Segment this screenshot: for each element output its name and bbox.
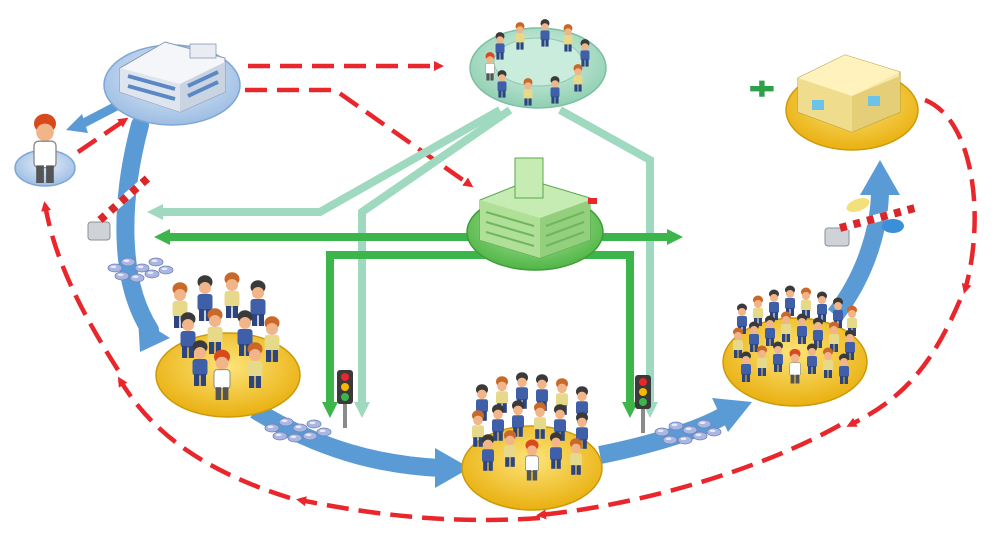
- doctor-node: [14, 112, 76, 187]
- traffic-light-icon: [635, 375, 651, 433]
- boom-barrier-icon: [87, 174, 151, 241]
- blue-arrow-icon: [66, 114, 88, 133]
- red-dashed-arrow-icon: [296, 496, 541, 523]
- blue-arrow-icon: [250, 402, 441, 477]
- group-large-node: [722, 285, 868, 407]
- green-arrow-icon: [560, 251, 638, 418]
- round-table-meeting-icon: [485, 19, 590, 106]
- red-dashed-arrow-icon: [924, 97, 977, 294]
- blue-arrow-icon: [138, 318, 170, 352]
- red-dashed-arrow-icon: [536, 423, 842, 520]
- red-dashed-arrow-icon: [41, 201, 120, 372]
- light-green-arrows: [147, 106, 658, 418]
- blue-arrow-icon: [116, 116, 159, 339]
- blue-arrow-icon: [827, 189, 889, 321]
- hospital-building-icon: [479, 157, 597, 259]
- pharmacy-node: [750, 54, 919, 151]
- blue-arrow-icon: [435, 448, 470, 488]
- group-medium-node: [461, 372, 603, 511]
- pharmacy-building-icon: [750, 54, 901, 133]
- traffic-light-icon: [337, 370, 353, 428]
- green-arrow-icon: [354, 106, 513, 418]
- pill-cluster-icon: [107, 257, 174, 283]
- hospital-node: [466, 157, 604, 271]
- red-dashed-arrow-icon: [76, 117, 129, 154]
- green-arrow-icon: [322, 251, 500, 418]
- green-arrow-icon: [558, 106, 658, 418]
- red-dashed-arrow-icon: [117, 376, 291, 501]
- office-building-icon: [119, 41, 226, 113]
- boom-barrier-icon: [824, 198, 917, 247]
- blue-arrow-icon: [712, 398, 752, 432]
- blue-arrow-icon: [860, 160, 900, 195]
- red-dashed-arrow-icon: [245, 87, 474, 188]
- group-small-node: [155, 272, 301, 418]
- meeting-node: [469, 19, 607, 109]
- green-arrow-icon: [147, 106, 502, 220]
- headquarters-node: [103, 41, 241, 126]
